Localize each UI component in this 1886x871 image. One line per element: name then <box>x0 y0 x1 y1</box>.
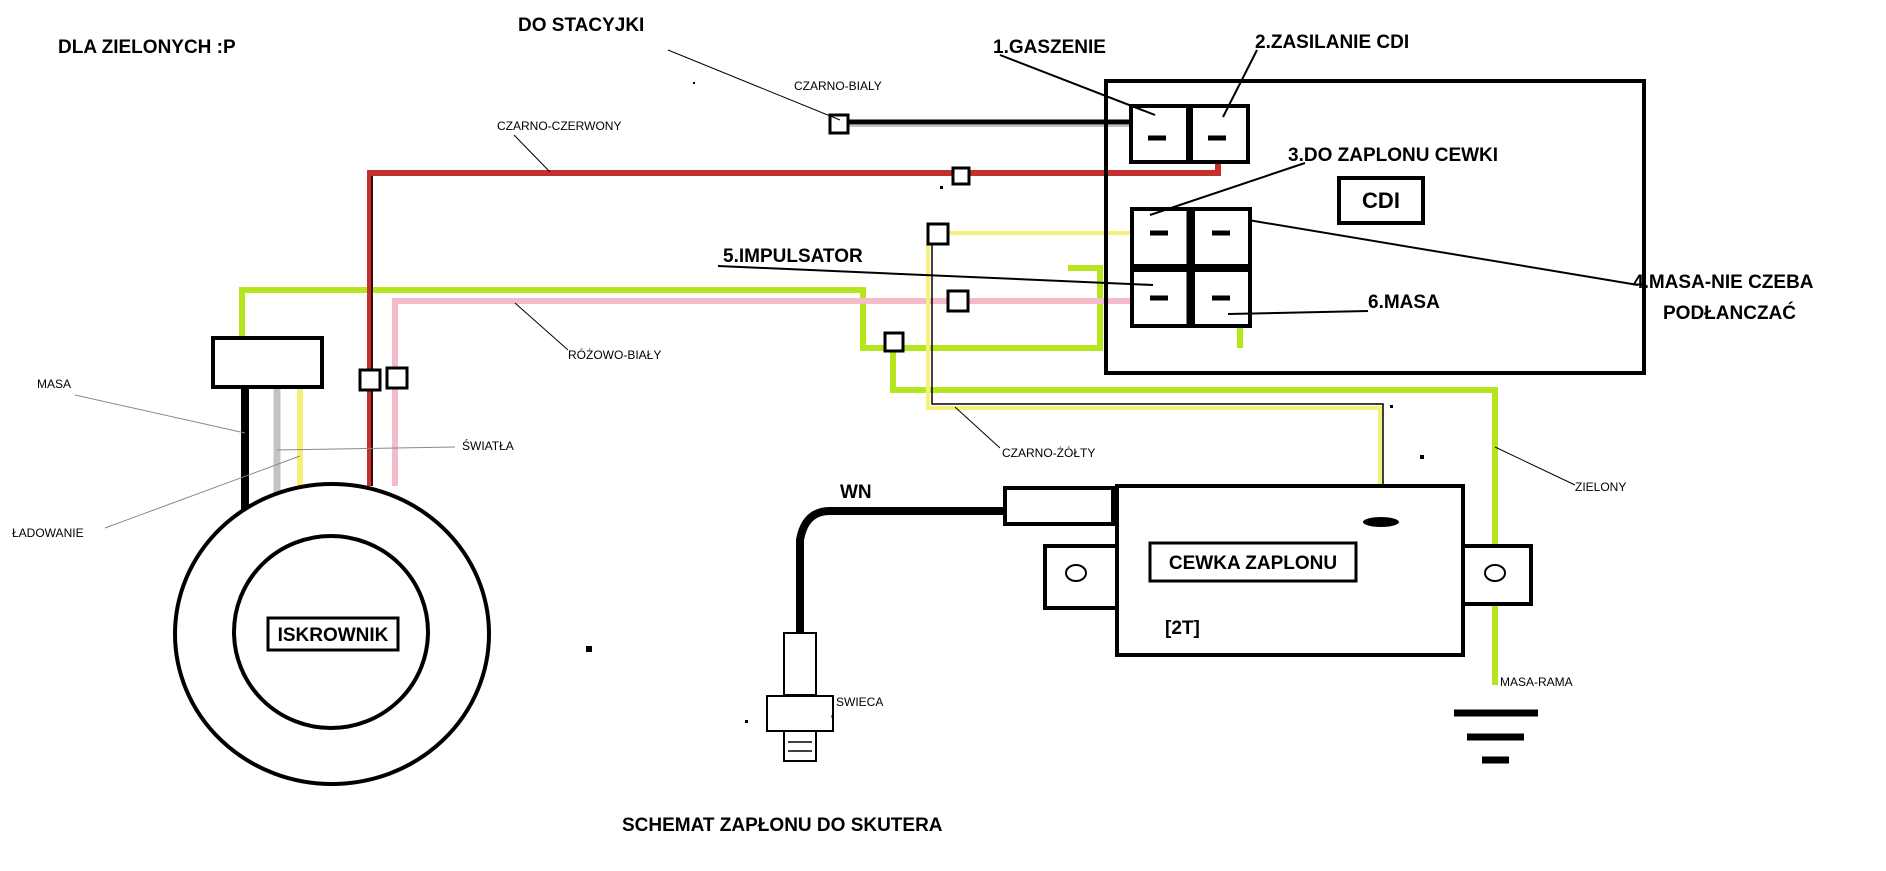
coil-hv-tower <box>1003 486 1115 526</box>
leader-gaszenie <box>999 54 1156 116</box>
coil-primary-terminal <box>1363 517 1399 527</box>
coil-mount-left-hole <box>1065 564 1087 582</box>
cdi-label-box <box>1337 176 1425 225</box>
cdi-housing <box>1104 79 1646 375</box>
leader-masa-6 <box>1227 310 1369 315</box>
leader-ladowanie <box>104 455 301 529</box>
plug-insulator <box>783 632 817 696</box>
connector-yellow <box>926 222 950 246</box>
magneto-label-box <box>266 616 400 652</box>
label-pin-2: 2.ZASILANIE CDI <box>1255 32 1409 53</box>
leader-masa-magneto <box>74 394 246 434</box>
label-zielony: ZIELONY <box>1575 480 1626 494</box>
cdi-pin-3 <box>1130 207 1191 268</box>
connector-green <box>883 331 905 353</box>
label-pin-5: 5.IMPULSATOR <box>723 246 863 267</box>
label-czarno-zolty: CZARNO-ŻÓŁTY <box>1002 445 1095 460</box>
label-pin-1: 1.GASZENIE <box>993 37 1106 58</box>
magneto-connector <box>211 336 324 389</box>
leader-czarno-czerwony <box>513 134 551 173</box>
cdi-pin-1 <box>1129 104 1190 164</box>
cdi-pin-4 <box>1191 207 1252 268</box>
connector-red <box>951 166 971 186</box>
cdi-pin-2 <box>1189 104 1250 164</box>
label-czarno-bialy: CZARNO-BIALY <box>794 79 882 93</box>
leader-czarno-zolty <box>954 406 1001 449</box>
coil-label: CEWKA ZAPLONU <box>1169 553 1337 574</box>
connector-switch <box>828 113 850 135</box>
connector-magneto-red <box>358 368 382 392</box>
leader-stacyjki <box>667 49 841 121</box>
plug-thread <box>783 730 817 762</box>
label-pin-4a: 4.MASA-NIE CZEBA <box>1633 272 1814 293</box>
leader-swiatla <box>276 446 456 451</box>
leader-zielony <box>1494 446 1576 486</box>
leader-rozowo <box>514 302 569 351</box>
label-rozowo-bialy: RÓŻOWO-BIAŁY <box>568 347 661 362</box>
yellow-black-wire-tracer <box>931 245 1384 520</box>
label-pin-3: 3.DO ZAPLONU CEWKI <box>1288 145 1498 166</box>
footer-title: SCHEMAT ZAPŁONU DO SKUTERA <box>622 815 943 836</box>
label-swiatla: ŚWIATŁA <box>462 438 514 453</box>
cdi-label: CDI <box>1362 188 1400 213</box>
label-wn: WN <box>840 482 872 503</box>
label-do-stacyjki: DO STACYJKI <box>518 15 644 36</box>
yellow-black-wire <box>926 231 1382 520</box>
label-czarno-czerwony: CZARNO-CZERWONY <box>497 119 621 133</box>
hv-lead <box>796 507 1005 620</box>
label-pin-6: 6.MASA <box>1368 292 1440 313</box>
connector-magneto-pink <box>385 366 409 390</box>
coil-label-box <box>1148 541 1358 583</box>
label-ladowanie: ŁADOWANIE <box>12 526 84 540</box>
leader-masa-4 <box>1247 219 1639 286</box>
green-wire-magneto <box>239 265 1103 351</box>
header-note: DLA ZIELONYCH :P <box>58 37 236 58</box>
pink-wire <box>392 298 1146 486</box>
leader-zasilanie <box>1222 49 1258 118</box>
red-wire <box>367 135 1240 486</box>
magneto-label: ISKROWNIK <box>278 625 389 646</box>
coil-mount-right-hole <box>1484 564 1506 582</box>
green-wire-frame <box>890 343 1498 685</box>
label-masa-magneto: MASA <box>37 377 71 391</box>
label-pin-4b: PODŁANCZAĆ <box>1663 302 1796 324</box>
connector-pink <box>946 289 970 313</box>
label-swieca: SWIECA <box>836 695 883 709</box>
plug-hex <box>766 695 834 732</box>
label-masa-rama: MASA-RAMA <box>1500 675 1573 689</box>
leader-impulsator <box>717 265 1154 286</box>
leader-zaplonu-cewki <box>1149 162 1306 216</box>
coil-type: [2T] <box>1165 618 1200 639</box>
